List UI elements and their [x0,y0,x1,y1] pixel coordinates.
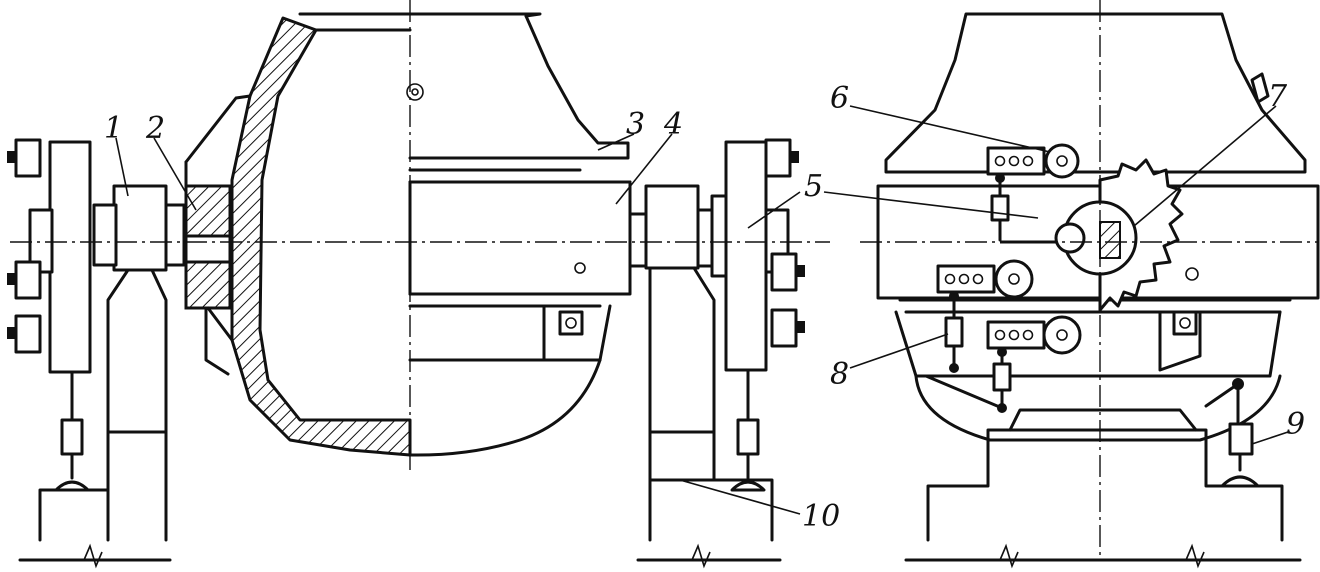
label-part-5-left: 5 [804,169,823,204]
left-support-pillar [18,268,172,569]
part-number-labels: 1 2 3 4 5 5 6 7 8 9 10 [104,79,1305,534]
load-sensor-brackets [924,143,1260,488]
left-trunnion-bearing [92,184,186,272]
label-part-10: 10 [802,499,840,534]
label-part-6: 6 [830,81,849,116]
label-part-4: 4 [663,107,683,142]
label-part-8: 8 [830,357,849,392]
label-part-7: 7 [1268,79,1288,114]
label-part-9: 9 [1286,407,1305,442]
converter-vessel-section [184,12,632,457]
right-bearing-frame [724,138,805,492]
leader-lines [115,105,1289,515]
right-trunnion-bearing [628,184,728,278]
label-part-2: 2 [145,111,165,146]
right-support-pillar [636,266,782,569]
label-part-1: 1 [104,111,123,146]
right-foundation [904,428,1302,569]
label-part-3: 3 [626,107,645,142]
trunnion-collar [184,184,232,310]
left-bearing-frame [7,138,92,492]
